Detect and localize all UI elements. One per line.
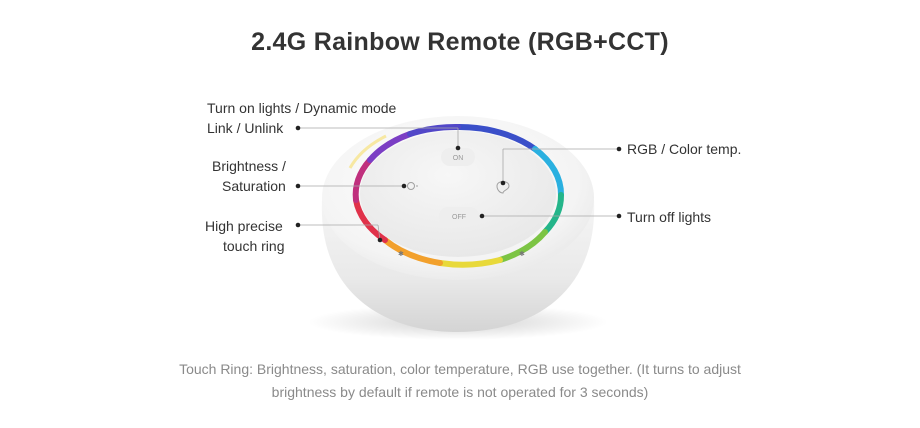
dot-on-target [455,145,461,151]
off-button-bg [439,207,479,225]
callout-on-line1: Turn on lights / Dynamic mode [207,100,397,116]
caption: Touch Ring: Brightness, saturation, colo… [90,358,830,404]
callout-ring-line1: High precise [205,218,283,234]
side-mark-left: ✱ [398,250,404,258]
dot-brightness-target [401,183,407,189]
dot-ring-label [295,222,301,228]
callout-brightness-line1: Brightness / [212,158,286,174]
remote-inner-face [360,131,556,257]
callout-ring-line2: touch ring [223,238,285,254]
on-button-label: ON [453,155,464,162]
dot-ring-target [377,237,383,243]
dot-off-target [479,213,485,219]
side-mark-right: ✱ [519,250,525,258]
callout-rgb: RGB / Color temp. [627,141,742,157]
dot-rgb-label [616,146,622,152]
callout-dots [295,125,622,243]
page-title: 2.4G Rainbow Remote (RGB+CCT) [251,28,669,56]
caption-line2: brightness by default if remote is not o… [271,384,649,400]
dot-on-label [295,125,301,131]
dot-off-label [616,213,622,219]
ring-glow [348,134,387,169]
off-button-label: OFF [452,214,466,221]
callout-brightness-line2: Saturation [222,178,286,194]
touch-ring [352,123,565,268]
dot-brightness-label [295,183,301,189]
callout-on-line2: Link / Unlink [207,120,284,136]
callout-lines [298,127,619,241]
caption-line1: Touch Ring: Brightness, saturation, colo… [179,361,741,377]
on-button-bg [441,148,475,166]
callout-off: Turn off lights [627,209,712,225]
dot-rgb-target [500,180,506,186]
